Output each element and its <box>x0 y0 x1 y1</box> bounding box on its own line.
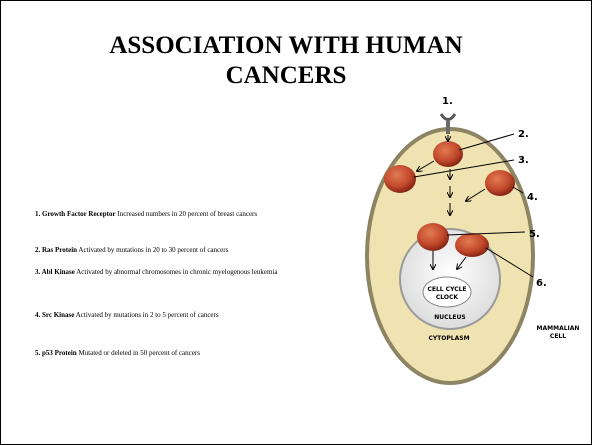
cell-label-line-2: CELL <box>550 333 566 340</box>
marker-5: 5. <box>529 229 540 240</box>
protein-4-src <box>485 170 515 196</box>
marker-3: 3. <box>518 155 529 166</box>
clock-label-line-2: CLOCK <box>436 294 459 301</box>
protein-3-abl <box>384 165 416 193</box>
marker-2: 2. <box>518 129 529 140</box>
marker-6: 6. <box>536 278 547 289</box>
cytoplasm-label: CYTOPLASM <box>428 335 469 342</box>
marker-4: 4. <box>527 192 538 203</box>
marker-1: 1. <box>442 96 453 107</box>
nucleus-label: NUCLEUS <box>434 314 465 321</box>
protein-2-ras <box>433 141 463 167</box>
protein-6 <box>455 233 489 257</box>
protein-5-p53 <box>417 223 449 251</box>
clock-label-line-1: CELL CYCLE <box>427 286 466 293</box>
cell-label-line-1: MAMMALIAN <box>537 325 580 332</box>
